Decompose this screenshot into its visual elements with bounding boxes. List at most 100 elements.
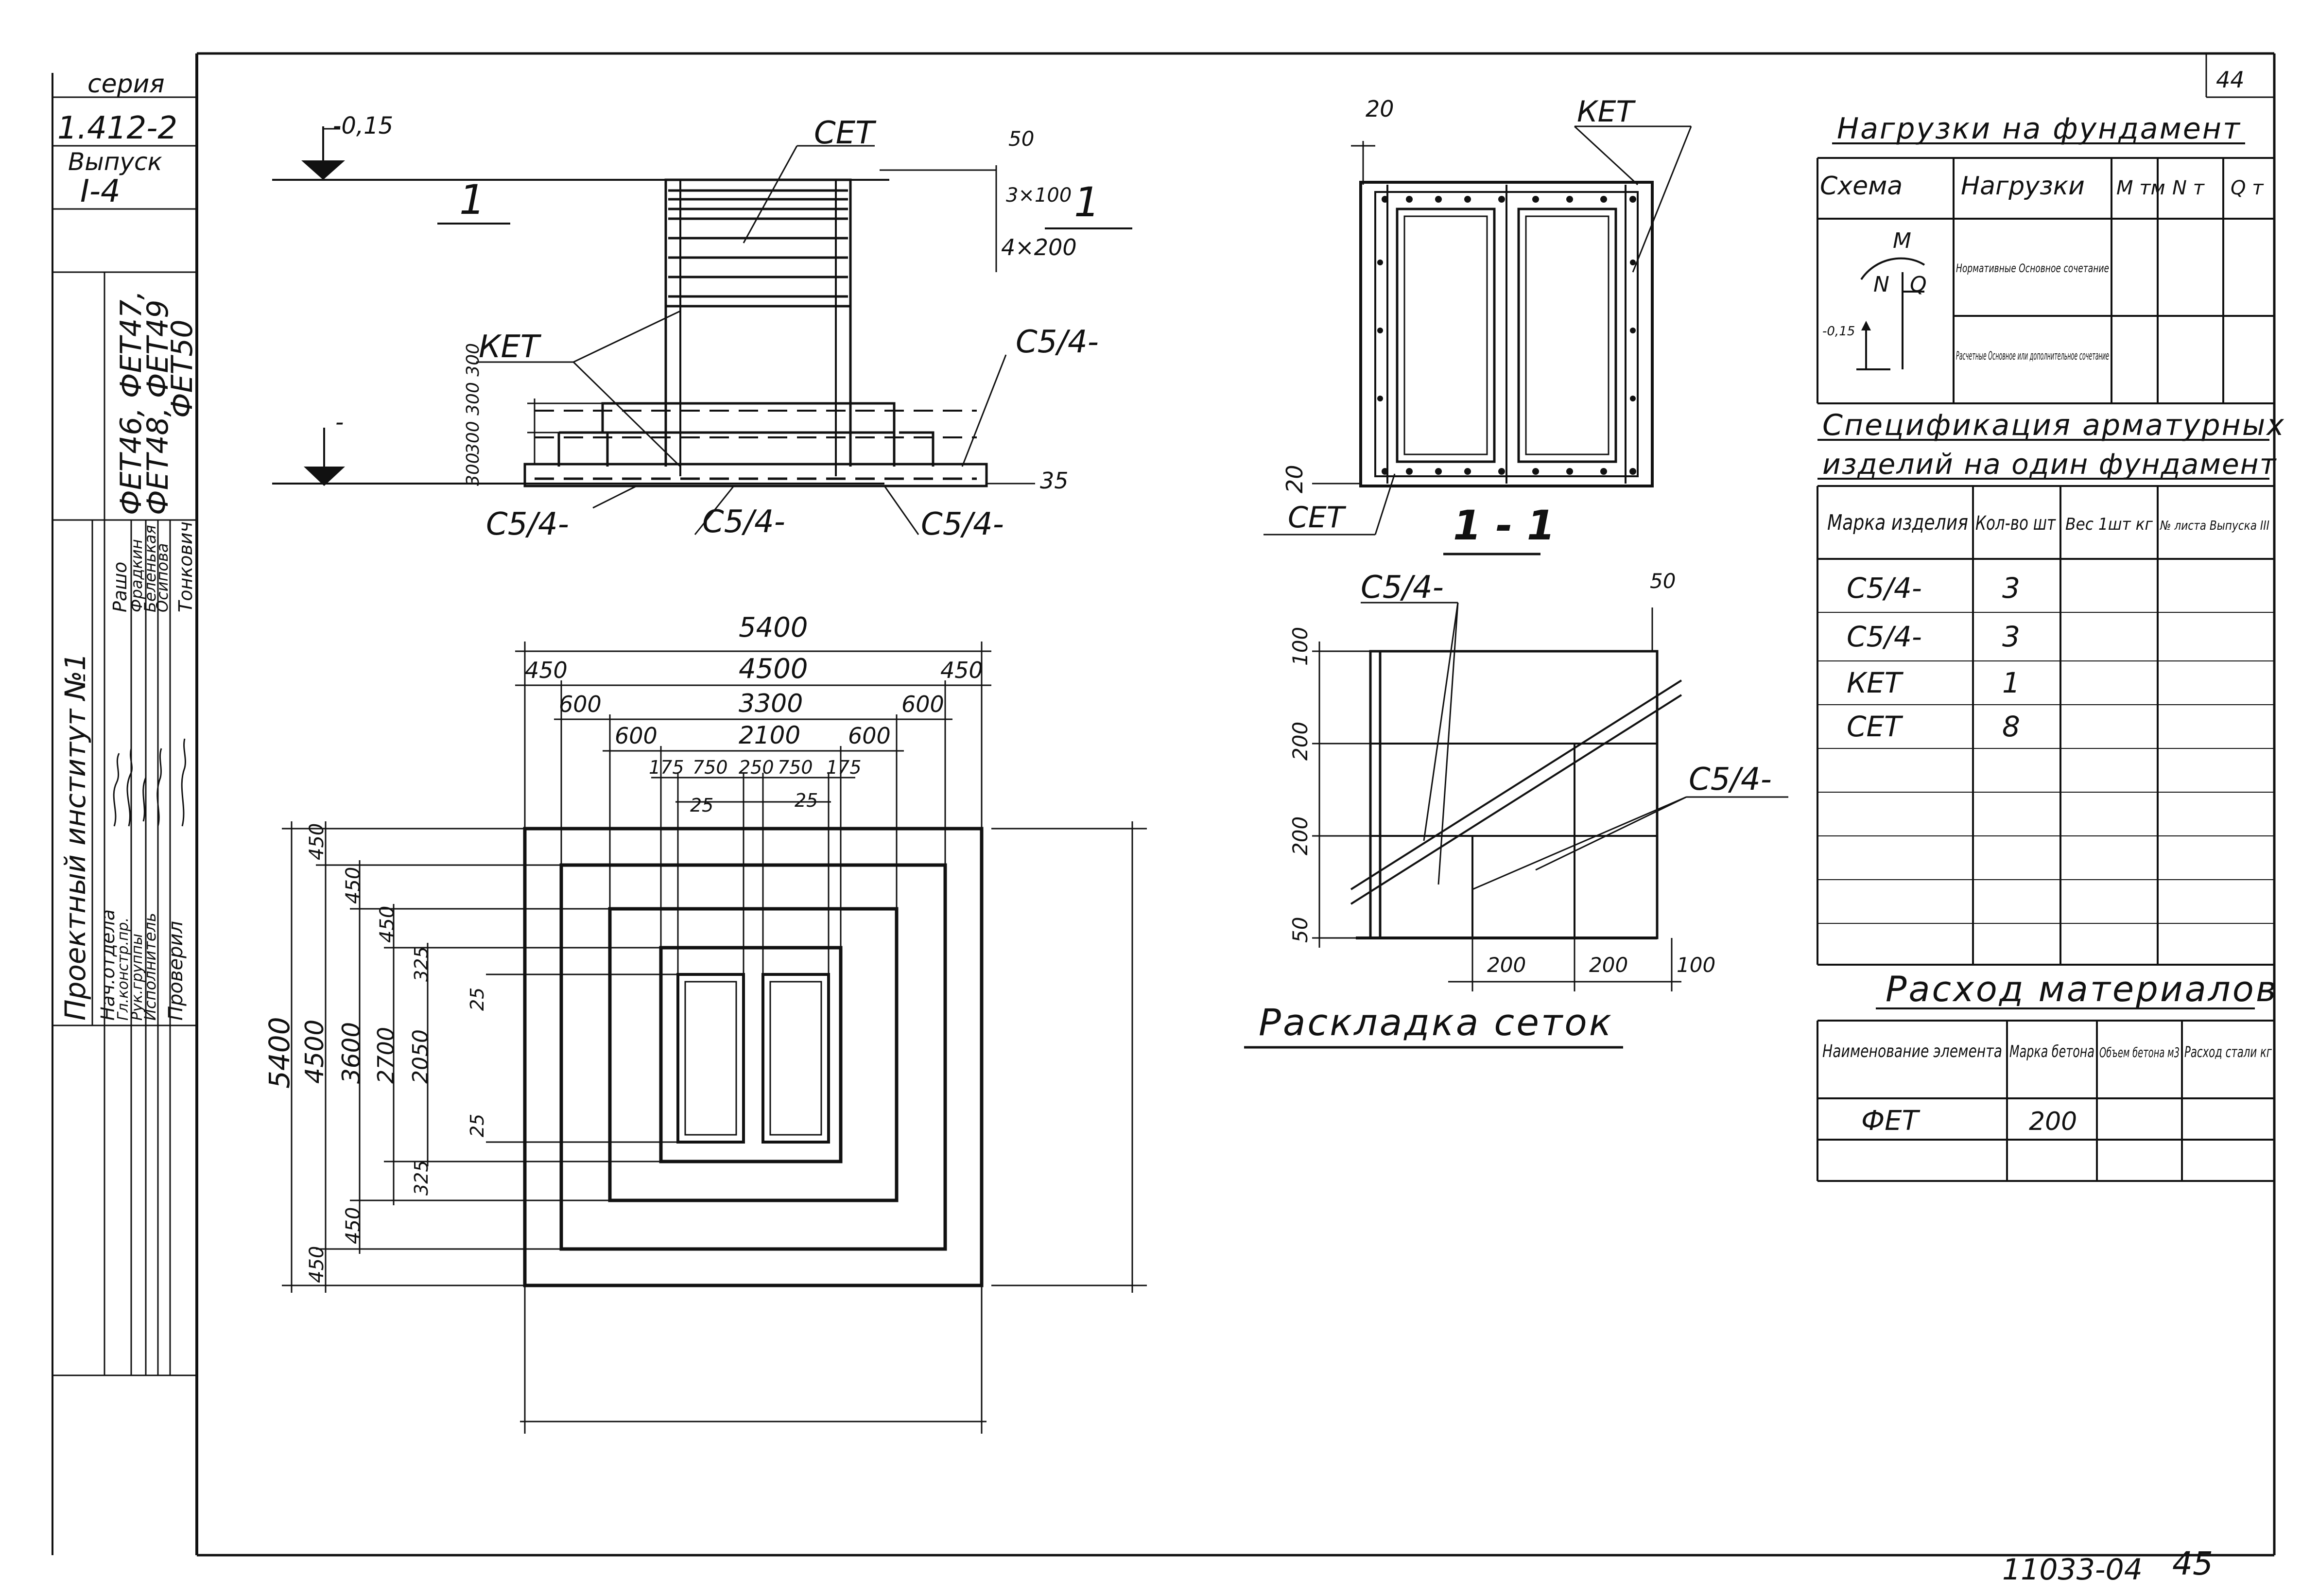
- plan-dim-325-a: 325: [411, 946, 432, 982]
- plan-dim-2050-left: 2050: [408, 1029, 433, 1084]
- loads-h-n: N т: [2172, 177, 2205, 199]
- doc-code: 11033-04: [2002, 1553, 2143, 1587]
- mesh-c54-right: С5/4-: [1016, 324, 1099, 360]
- spec-h-qty: Кол-во шт: [1975, 512, 2056, 535]
- plan-dim-3600-left: 3600: [337, 1022, 365, 1084]
- spec-row1-qty: 3: [2002, 572, 2020, 605]
- plan-dim-5400-left: 5400: [263, 1017, 296, 1089]
- spec-row2-qty: 3: [2002, 620, 2020, 653]
- plan-dim-450-b: 450: [940, 657, 983, 683]
- mesh-c54-bottom-3: С5/4-: [921, 506, 1004, 542]
- spec-title-1: Спецификация арматурных: [1822, 408, 2285, 442]
- title-stamp: серия 1.412-2 Выпуск I-4 ФЕТ46, ФЕТ47, Ф…: [52, 69, 199, 1376]
- plan-dim-25-a: 25: [690, 795, 713, 816]
- plan-dim-450-l1: 450: [306, 823, 328, 860]
- sheet-frame: [52, 52, 2276, 1557]
- mesh-c54-bottom-1: С5/4-: [486, 506, 569, 542]
- materials-table: Расход материалов Наименование элемента …: [1817, 969, 2278, 1182]
- mesh-c54-bottom-2: С5/4-: [702, 504, 785, 540]
- seria-label: серия: [87, 69, 165, 99]
- frame-label: КЕТ: [479, 329, 542, 365]
- dim-35: 35: [1040, 468, 1069, 494]
- name-3: Беленькая: [141, 525, 159, 612]
- scheme-label-n: N: [1873, 272, 1889, 297]
- section-tag-right: 1: [1074, 178, 1100, 226]
- plan-dim-600-b: 600: [901, 691, 944, 717]
- plan-dim-25-b: 25: [795, 790, 818, 811]
- loads-row-design: Расчетные Основное или дополнительное со…: [1956, 349, 2109, 363]
- scheme-label-q: Q: [1910, 272, 1927, 297]
- name-4: Осипова: [153, 543, 172, 612]
- name-5: Тонкович: [175, 521, 196, 612]
- mesh-dim-50-left: 50: [1288, 917, 1312, 943]
- load-scheme-icon: [1856, 257, 1925, 370]
- scheme-label-m: M: [1893, 228, 1911, 253]
- mesh-dim-200-bottom-a: 200: [1487, 953, 1526, 977]
- plan-glass-right: [761, 973, 830, 1144]
- role-3: Рук.группы: [129, 934, 146, 1021]
- spec-h-mark: Марка изделия: [1827, 510, 1968, 535]
- plan-dim-25-l1: 25: [467, 988, 488, 1011]
- section-tag-left: 1: [459, 176, 485, 224]
- scheme-label-level: -0,15: [1822, 324, 1855, 339]
- mat-h-volume: Объем бетона м3: [2099, 1044, 2180, 1060]
- plan-dim-600-a: 600: [559, 691, 602, 717]
- plan-dim-2700-left: 2700: [373, 1027, 399, 1084]
- mesh-layout: 100 200 200 50 50 200 200 100 С5/4- С5/4…: [1244, 569, 1788, 1049]
- plan-dim-175-b: 175: [826, 757, 862, 778]
- plan-step-3: [608, 907, 899, 1202]
- plan-dim-25-l2: 25: [467, 1114, 488, 1137]
- spec-h-sheet: № листа Выпуска III: [2159, 519, 2269, 533]
- spec-h-weight: Вес 1шт кг: [2065, 515, 2153, 534]
- dim-right-1: 50: [1008, 127, 1034, 151]
- mesh-dim-50-top: 50: [1650, 569, 1676, 593]
- role-4: Исполнитель: [141, 913, 159, 1021]
- plan-step-1: [523, 827, 984, 1287]
- materials-title: Расход материалов: [1886, 969, 2278, 1009]
- plan-dim-450-l5: 450: [342, 1207, 364, 1244]
- mat-h-steel: Расход стали кг: [2184, 1044, 2272, 1061]
- s11-title: 1 - 1: [1453, 502, 1555, 549]
- plan-dim-600-c: 600: [615, 723, 658, 749]
- plan-dim-450-a: 450: [525, 657, 568, 683]
- spec-row4-mark: СЕТ: [1847, 710, 1904, 743]
- spec-row4-qty: 8: [2002, 710, 2020, 743]
- products-line1: ФЕТ46, ФЕТ47,: [114, 291, 148, 515]
- name-2: Фрадкин: [127, 539, 146, 612]
- mesh-dim-200-a: 200: [1288, 722, 1312, 761]
- name-1: Рашо: [109, 562, 131, 612]
- page-number: 45: [2172, 1545, 2213, 1582]
- dim-bottom-left: 300: [463, 452, 483, 486]
- signatures: [113, 738, 186, 827]
- elevation-view: -0,15 - 1 1: [272, 112, 1132, 542]
- plan-dim-450-l4: 450: [306, 1246, 328, 1283]
- mat-row1-name: ФЕТ: [1861, 1105, 1921, 1137]
- spec-row1-mark: С5/4-: [1847, 572, 1922, 605]
- vypusk-value: I-4: [80, 173, 121, 209]
- institute-name: Проектный институт №1: [59, 653, 92, 1021]
- mesh-mark-right: С5/4-: [1689, 762, 1772, 798]
- mat-row1-grade: 200: [2029, 1107, 2077, 1136]
- loads-h-scheme: Схема: [1820, 172, 1903, 201]
- loads-h-loads: Нагрузки: [1961, 172, 2085, 201]
- role-1: Нач.отдела: [97, 909, 119, 1021]
- plan-dim-450-l3: 450: [376, 906, 398, 943]
- mesh-layout-title: Раскладка сеток: [1259, 1001, 1613, 1044]
- products-line2: ФЕТ48, ФЕТ49: [141, 300, 175, 515]
- specification-table: Спецификация арматурных изделий на один …: [1817, 408, 2285, 966]
- mat-h-grade: Марка бетона: [2009, 1042, 2094, 1061]
- mesh-dim-200-b: 200: [1288, 816, 1312, 855]
- spec-row2-mark: С5/4-: [1847, 620, 1922, 653]
- plan-dim-5400-top: 5400: [739, 612, 808, 643]
- plan-dims-top: [515, 642, 991, 1434]
- plan-dim-450-l2: 450: [342, 867, 364, 904]
- level-bottom-mark: -: [335, 409, 344, 436]
- plan-dim-325-b: 325: [411, 1160, 432, 1196]
- plan-dim-750-a: 750: [692, 757, 728, 778]
- loads-table: Нагрузки на фундамент Схема Нагрузки M т…: [1817, 112, 2274, 404]
- plan-dim-2100: 2100: [739, 721, 800, 749]
- s11-dim-top: 20: [1366, 96, 1394, 122]
- dim-right-3: 4×200: [1001, 234, 1077, 260]
- mesh-dim-100: 100: [1288, 627, 1312, 666]
